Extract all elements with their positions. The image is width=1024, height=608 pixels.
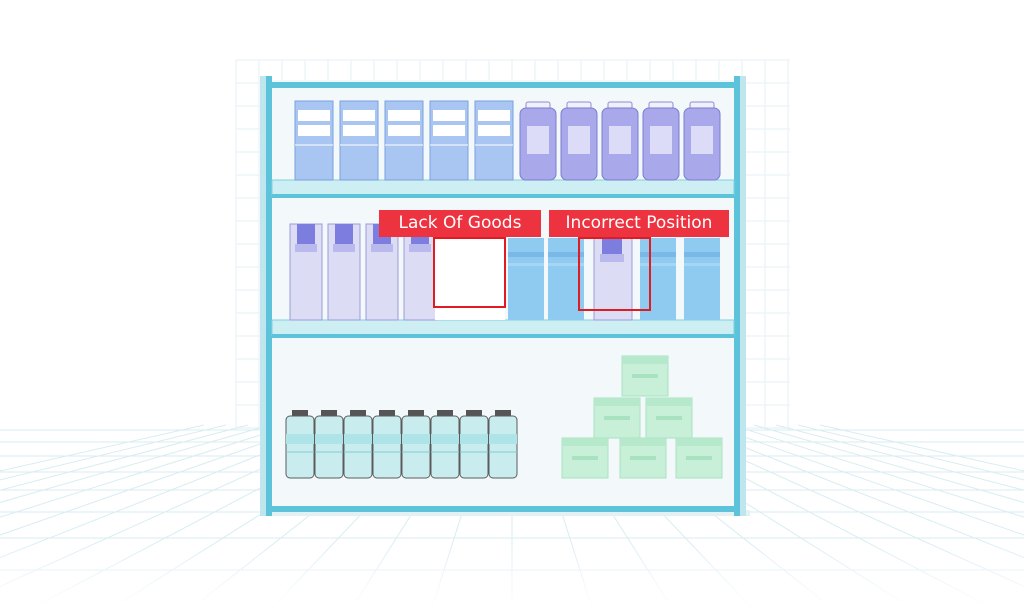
jar-icon [683, 101, 721, 181]
shelf-board-1 [271, 179, 735, 196]
crate-icon [619, 437, 667, 479]
top-shelf-boxes [294, 100, 514, 181]
crate-icon [621, 355, 669, 397]
water-bottle-icon [459, 410, 489, 479]
water-bottle-icon [314, 410, 344, 479]
bottle-icon [365, 223, 399, 321]
bottle-icon [403, 223, 437, 321]
jar-icon [601, 101, 639, 181]
bottle-icon [327, 223, 361, 321]
cereal-box-icon [429, 100, 469, 181]
crate-icon [593, 397, 641, 439]
shelf-top-bar [266, 82, 744, 88]
shelf-post-right [734, 76, 742, 516]
jar-icon [519, 101, 557, 181]
cereal-box-icon [294, 100, 334, 181]
lack-of-goods-box [433, 237, 506, 308]
cereal-box-icon [339, 100, 379, 181]
crate-icon [645, 397, 693, 439]
bottle-icon [289, 223, 323, 321]
cereal-box-icon [474, 100, 514, 181]
misplaced-bottle-icon [593, 237, 633, 321]
shelf-post-left [260, 76, 268, 516]
water-bottle-icon [343, 410, 373, 479]
carton-icon [684, 238, 720, 320]
carton-icon [640, 238, 676, 320]
water-bottle-icon [285, 410, 315, 479]
water-bottle-icon [401, 410, 431, 479]
incorrect-position-box [578, 237, 651, 311]
water-bottle-icon [372, 410, 402, 479]
crate-icon [675, 437, 723, 479]
bottom-shelf-crates [561, 355, 723, 479]
carton-icon [508, 238, 544, 320]
jar-icon [642, 101, 680, 181]
middle-shelf-products [289, 223, 720, 321]
water-bottle-icon [430, 410, 460, 479]
bottom-shelf-water-bottles [285, 410, 518, 479]
crate-icon [561, 437, 609, 479]
shelf-board-2 [271, 319, 735, 336]
incorrect-position-tag: Incorrect Position [549, 210, 729, 237]
lack-of-goods-tag: Lack Of Goods [379, 210, 541, 237]
water-bottle-icon [488, 410, 518, 479]
shelf-bottom-bar [266, 506, 740, 512]
jar-icon [560, 101, 598, 181]
cereal-box-icon [384, 100, 424, 181]
top-shelf-jars [519, 101, 721, 181]
